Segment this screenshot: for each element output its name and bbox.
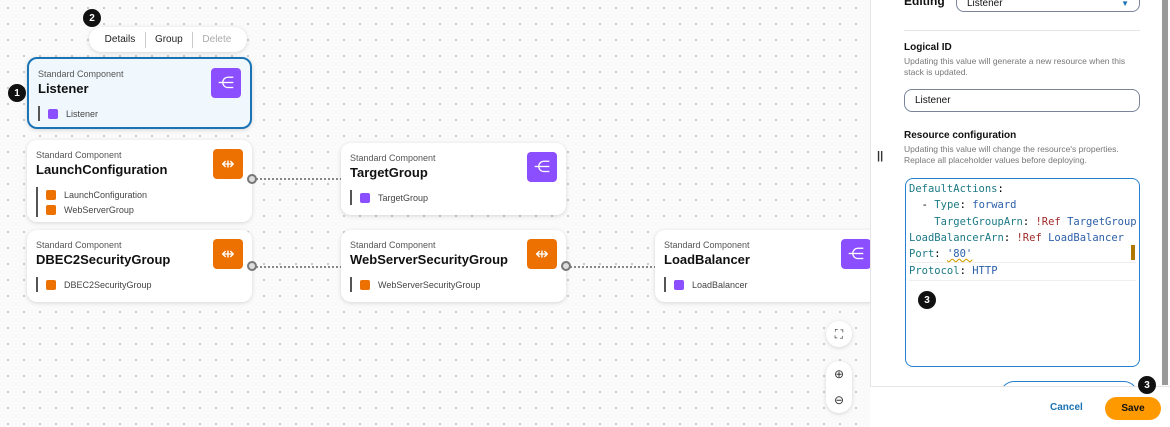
step-badge: 1 <box>8 84 26 102</box>
node-toolbar: Details Group Delete <box>89 27 247 52</box>
node-subtitle: Standard Component <box>36 150 122 160</box>
cancel-button[interactable]: Cancel <box>1050 402 1083 413</box>
zoom-in-icon[interactable]: ⊕ <box>833 367 845 381</box>
share-nodes-icon <box>674 279 684 290</box>
logical-id-label: Logical ID <box>904 42 952 53</box>
connection-line <box>256 178 346 180</box>
share-nodes-icon <box>360 192 370 203</box>
auto-scaling-icon <box>46 279 56 290</box>
node-dbec2securitygroup[interactable]: Standard Component DBEC2SecurityGroup ⇹ … <box>27 230 252 302</box>
node-subtitle: Standard Component <box>664 240 750 250</box>
editing-value: Listener <box>967 0 1003 9</box>
auto-scaling-icon <box>46 204 56 215</box>
node-targetgroup[interactable]: Standard Component TargetGroup ⋲ TargetG… <box>341 143 566 215</box>
node-listener[interactable]: Standard Component Listener ⋲ Listener <box>27 57 252 129</box>
item-label: LaunchConfiguration <box>64 189 148 200</box>
node-title: WebServerSecurityGroup <box>350 252 508 267</box>
step-badge: 3 <box>918 291 936 309</box>
details-button[interactable]: Details <box>104 34 136 45</box>
connection-line <box>570 266 660 268</box>
resource-config-description: Updating this value will change the reso… <box>904 144 1119 165</box>
list-item: WebServerGroup <box>46 202 242 217</box>
group-button[interactable]: Group <box>154 34 183 45</box>
share-nodes-icon: ⋲ <box>211 68 241 98</box>
list-item: Listener <box>48 106 240 121</box>
step-badge: 3 <box>1138 376 1156 394</box>
share-nodes-icon <box>48 108 58 119</box>
item-label: WebServerGroup <box>64 204 134 215</box>
node-subtitle: Standard Component <box>350 153 436 163</box>
item-label: DBEC2SecurityGroup <box>64 279 152 290</box>
diagram-canvas[interactable]: Details Group Delete Standard Component … <box>0 0 870 427</box>
editing-label: Editing <box>904 0 945 8</box>
auto-scaling-icon <box>46 189 56 200</box>
share-nodes-icon: ⋲ <box>841 239 870 269</box>
connection-line <box>256 266 346 268</box>
logical-id-input[interactable]: Listener <box>904 89 1140 112</box>
node-title: Listener <box>38 81 89 96</box>
save-button[interactable]: Save <box>1105 397 1161 420</box>
list-item: DBEC2SecurityGroup <box>46 277 242 292</box>
auto-scaling-icon: ⇹ <box>527 239 557 269</box>
node-title: LoadBalancer <box>664 252 750 267</box>
node-title: DBEC2SecurityGroup <box>36 252 171 267</box>
list-item: LaunchConfiguration <box>46 187 242 202</box>
chevron-down-icon: ▼ <box>1121 0 1129 8</box>
auto-scaling-icon: ⇹ <box>213 239 243 269</box>
scrollbar[interactable] <box>1162 0 1168 385</box>
auto-scaling-icon: ⇹ <box>213 149 243 179</box>
resource-config-label: Resource configuration <box>904 130 1017 141</box>
resource-config-editor[interactable]: DefaultActions: - Type: forward TargetGr… <box>905 178 1140 367</box>
resize-handle-icon[interactable]: || <box>877 150 884 162</box>
node-webserversecuritygroup[interactable]: Standard Component WebServerSecurityGrou… <box>341 230 566 302</box>
connection-port[interactable] <box>247 261 257 271</box>
text-cursor <box>1131 245 1135 260</box>
node-launchconfiguration[interactable]: Standard Component LaunchConfiguration ⇹… <box>27 140 252 222</box>
divider <box>192 31 194 48</box>
zoom-out-icon[interactable]: ⊖ <box>833 393 845 407</box>
list-item: WebServerSecurityGroup <box>360 277 556 292</box>
list-item: TargetGroup <box>360 190 556 205</box>
item-label: WebServerSecurityGroup <box>378 279 481 290</box>
connection-port[interactable] <box>247 174 257 184</box>
node-title: TargetGroup <box>350 165 428 180</box>
item-label: LoadBalancer <box>692 279 748 290</box>
item-label: TargetGroup <box>378 192 429 203</box>
editing-select[interactable]: Listener ▼ <box>956 0 1140 12</box>
share-nodes-icon: ⋲ <box>527 152 557 182</box>
node-loadbalancer[interactable]: Standard Component LoadBalancer ⋲ LoadBa… <box>655 230 870 302</box>
logical-id-description: Updating this value will generate a new … <box>904 56 1126 77</box>
auto-scaling-icon <box>360 279 370 290</box>
node-subtitle: Standard Component <box>350 240 436 250</box>
node-subtitle: Standard Component <box>36 240 122 250</box>
delete-button[interactable]: Delete <box>202 34 232 45</box>
node-title: LaunchConfiguration <box>36 162 168 177</box>
divider <box>144 31 146 48</box>
item-label: Listener <box>66 108 99 119</box>
fit-view-button[interactable]: ⛶ <box>826 321 852 347</box>
zoom-controls: ⊕ ⊖ <box>826 361 852 413</box>
properties-panel: || <box>870 0 1170 427</box>
connection-port[interactable] <box>561 261 571 271</box>
node-subtitle: Standard Component <box>38 69 124 79</box>
divider <box>904 30 1140 31</box>
step-badge: 2 <box>83 9 101 27</box>
list-item: LoadBalancer <box>674 277 870 292</box>
